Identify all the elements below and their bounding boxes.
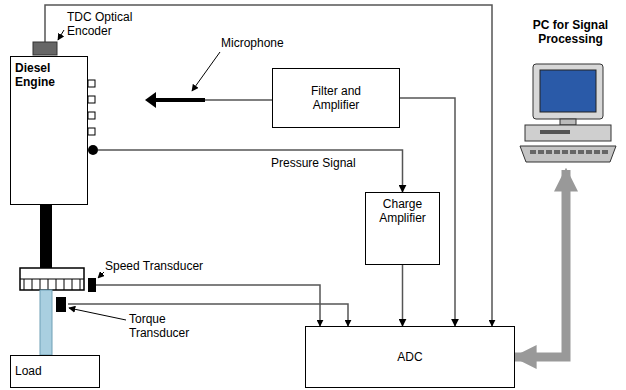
microphone-symbol: [145, 92, 156, 108]
node-text: Charge Amplifier: [370, 197, 435, 226]
speed-label: Speed Transducer: [104, 259, 204, 273]
engine-box: Diesel Engine: [10, 56, 88, 205]
load-shaft: [40, 290, 52, 355]
engine-port: [88, 96, 95, 103]
engine-port: [88, 128, 95, 135]
node-text: Filter and Amplifier: [296, 84, 376, 113]
charge-amplifier-box: Charge Amplifier: [365, 192, 440, 265]
encoder-wire: [45, 5, 492, 326]
signal-connector: [402, 265, 404, 326]
load-box: Load: [10, 355, 100, 388]
adc-box: ADC: [305, 326, 515, 388]
data-bus-arrow: [515, 170, 566, 357]
pressure-label: Pressure Signal: [270, 156, 357, 170]
torque-transducer: [56, 297, 66, 312]
pc-icon: [520, 64, 616, 162]
encoder-block: [33, 42, 57, 55]
leader-line: [58, 30, 64, 40]
microphone-label: Microphone: [220, 36, 285, 50]
pc-node: PC for Signal Processing: [518, 18, 623, 170]
encoder-label: TDC Optical Encoder: [66, 10, 148, 39]
node-text: Diesel Engine: [15, 61, 75, 90]
microphone-body: [156, 98, 205, 102]
flywheel-teeth: [24, 279, 80, 290]
engine-shaft: [40, 205, 52, 268]
pressure-sensor: [88, 145, 98, 155]
leader-line: [69, 308, 126, 320]
engine-port: [88, 80, 95, 87]
node-text: PC for Signal Processing: [521, 18, 621, 47]
engine-port: [88, 112, 95, 119]
leader-line: [192, 52, 220, 91]
filter-amplifier-box: Filter and Amplifier: [272, 68, 400, 128]
node-text: Load: [15, 364, 42, 378]
microphone-wire: [205, 99, 272, 101]
torque-label: Torque Transducer: [128, 312, 210, 341]
flywheel: [20, 268, 84, 290]
flywheel-line: [20, 279, 84, 280]
speed-transducer: [88, 278, 96, 292]
node-text: ADC: [397, 350, 422, 364]
signal-connector: [98, 150, 403, 192]
